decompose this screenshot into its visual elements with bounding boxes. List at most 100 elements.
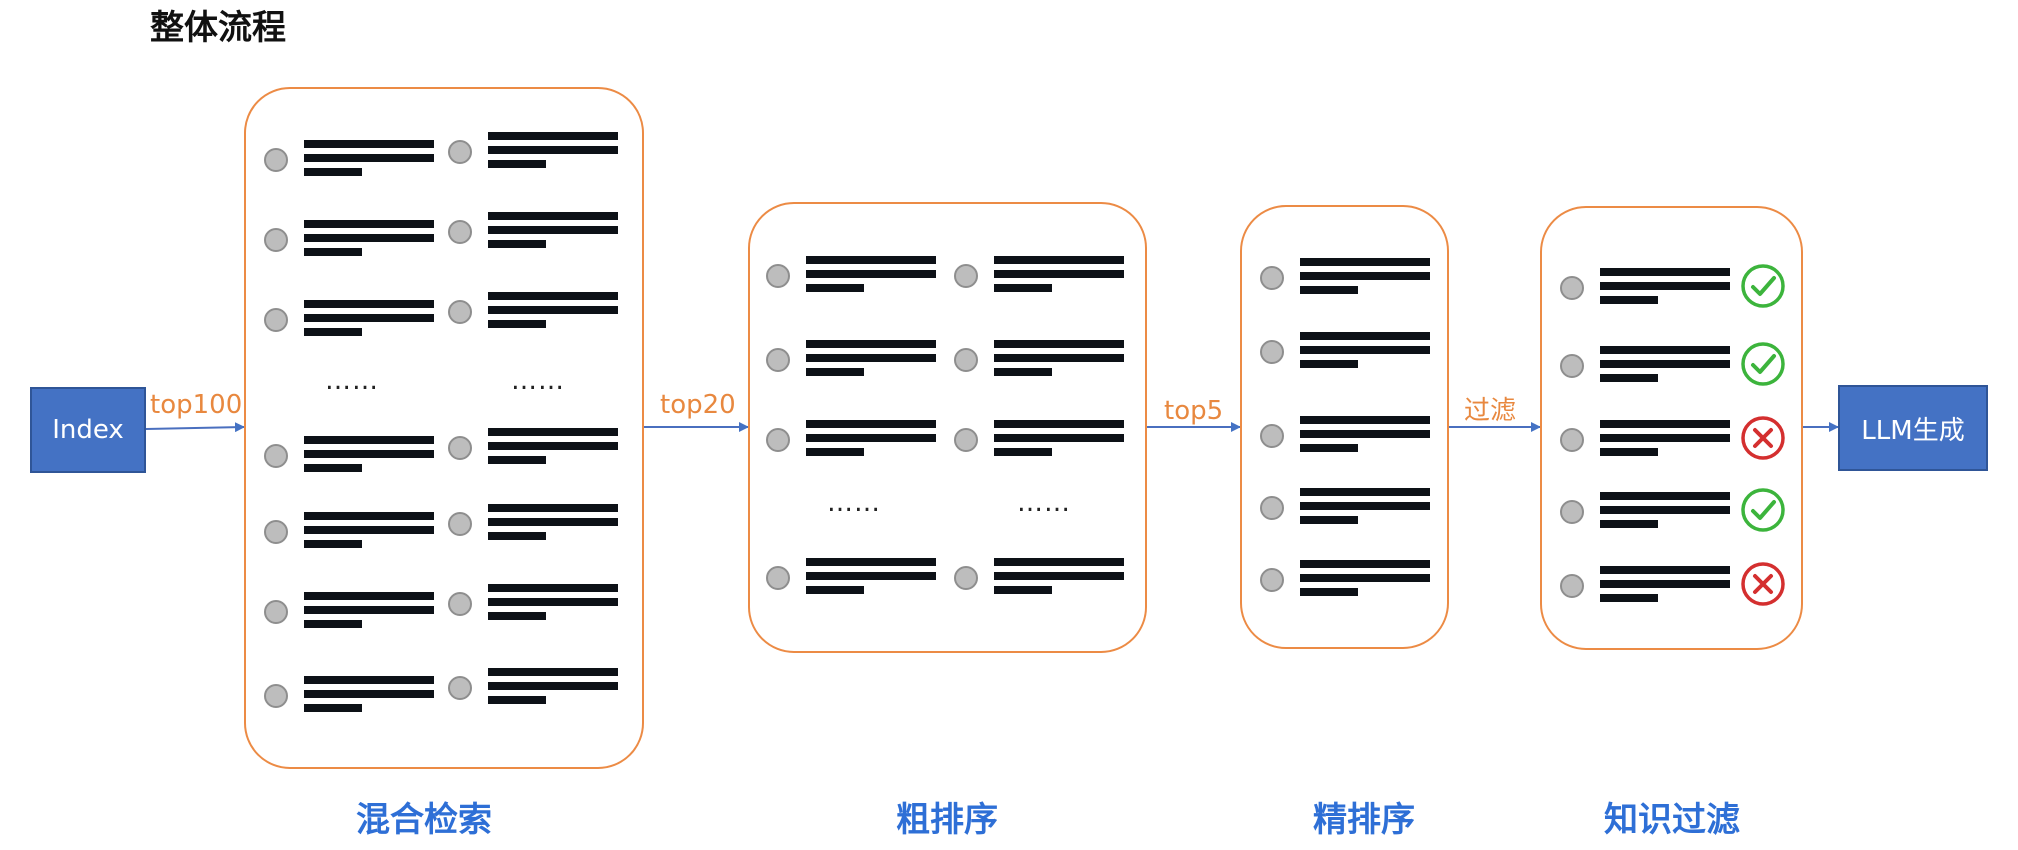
doc-line (806, 558, 936, 566)
doc-line (1600, 296, 1658, 304)
doc-bullet-icon (954, 264, 978, 288)
doc-bullet-icon (954, 428, 978, 452)
edge-label-top5: top5 (1164, 396, 1224, 426)
doc-line (806, 284, 864, 292)
doc-line (1300, 258, 1430, 266)
doc-bullet-icon (264, 684, 288, 708)
doc-line (304, 704, 362, 712)
doc-item (448, 662, 624, 714)
doc-line (806, 572, 936, 580)
doc-line (488, 428, 618, 436)
doc-line (304, 436, 434, 444)
doc-bullet-icon (1560, 428, 1584, 452)
doc-item (766, 334, 942, 386)
doc-line (304, 690, 434, 698)
doc-line (488, 306, 618, 314)
doc-line (304, 450, 434, 458)
doc-line (806, 354, 936, 362)
doc-line (1300, 416, 1430, 424)
doc-line (1600, 448, 1658, 456)
doc-line (994, 434, 1124, 442)
doc-line (304, 540, 362, 548)
doc-bullet-icon (448, 220, 472, 244)
doc-line (488, 160, 546, 168)
doc-item (1260, 482, 1436, 534)
doc-line (488, 504, 618, 512)
doc-line (304, 464, 362, 472)
doc-item (1560, 414, 1736, 466)
doc-item (264, 430, 440, 482)
doc-item (448, 206, 624, 258)
ellipsis-coarse-left: …… (827, 488, 881, 518)
doc-line (304, 620, 362, 628)
doc-line (304, 526, 434, 534)
doc-item (264, 586, 440, 638)
doc-item (448, 498, 624, 550)
doc-line (1600, 492, 1730, 500)
doc-line (994, 558, 1124, 566)
doc-bullet-icon (1560, 276, 1584, 300)
doc-line (304, 220, 434, 228)
doc-line (304, 592, 434, 600)
edge-label-top100: top100 (150, 390, 243, 420)
doc-line (488, 456, 546, 464)
doc-line (806, 420, 936, 428)
doc-line (806, 368, 864, 376)
doc-bullet-icon (264, 600, 288, 624)
doc-bullet-icon (1560, 574, 1584, 598)
doc-bullet-icon (448, 300, 472, 324)
doc-line (488, 132, 618, 140)
doc-line (488, 584, 618, 592)
doc-item (448, 422, 624, 474)
doc-line (488, 146, 618, 154)
doc-bullet-icon (264, 308, 288, 332)
edge-label-filter: 过滤 (1464, 396, 1517, 426)
doc-line (994, 284, 1052, 292)
doc-item (1560, 486, 1736, 538)
doc-bullet-icon (954, 348, 978, 372)
doc-line (994, 270, 1124, 278)
doc-line (304, 314, 434, 322)
doc-line (1600, 268, 1730, 276)
doc-line (488, 598, 618, 606)
doc-item (954, 250, 1130, 302)
stage-label-hybrid-retrieval: 混合检索 (356, 800, 492, 840)
doc-bullet-icon (1260, 568, 1284, 592)
doc-line (488, 212, 618, 220)
doc-bullet-icon (1260, 340, 1284, 364)
doc-item (448, 286, 624, 338)
doc-item (264, 506, 440, 558)
ellipsis-hybrid-left: …… (325, 366, 379, 396)
doc-line (806, 434, 936, 442)
doc-line (806, 448, 864, 456)
doc-line (1300, 430, 1430, 438)
llm-output-node-label: LLM生成 (1861, 415, 1965, 446)
doc-line (806, 256, 936, 264)
doc-line (488, 292, 618, 300)
doc-item (1260, 410, 1436, 462)
doc-item (954, 552, 1130, 604)
doc-item (954, 334, 1130, 386)
doc-bullet-icon (766, 428, 790, 452)
doc-line (806, 270, 936, 278)
doc-line (1300, 272, 1430, 280)
x-circle-icon (1740, 561, 1786, 607)
doc-line (1600, 420, 1730, 428)
doc-item (1560, 560, 1736, 612)
doc-item (448, 126, 624, 178)
doc-line (806, 586, 864, 594)
doc-line (304, 168, 362, 176)
doc-line (1300, 588, 1358, 596)
doc-line (1300, 286, 1358, 294)
doc-line (1600, 434, 1730, 442)
doc-item (766, 414, 942, 466)
doc-bullet-icon (448, 592, 472, 616)
doc-line (994, 256, 1124, 264)
doc-bullet-icon (954, 566, 978, 590)
doc-bullet-icon (264, 444, 288, 468)
doc-line (304, 300, 434, 308)
doc-line (304, 154, 434, 162)
doc-bullet-icon (448, 140, 472, 164)
index-node-label: Index (52, 415, 124, 445)
stage-label-coarse-ranking: 粗排序 (896, 800, 998, 840)
